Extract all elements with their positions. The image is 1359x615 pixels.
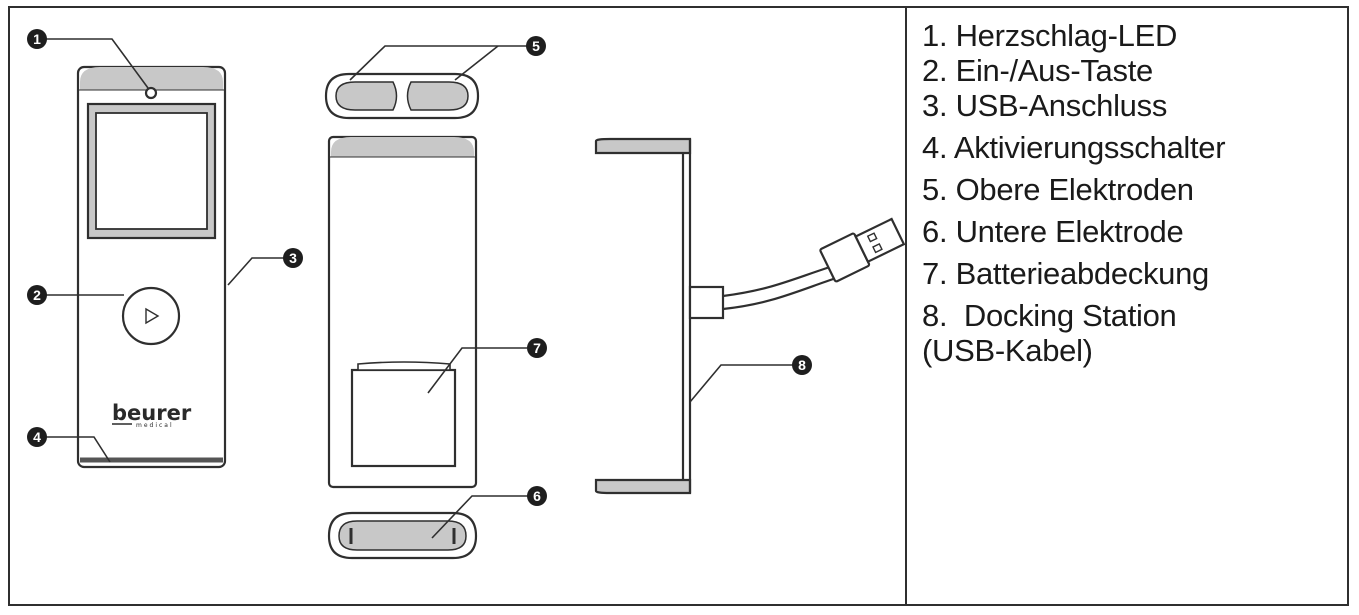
callout-4: 4 (27, 427, 47, 447)
legend-item-8-continued: (USB-Kabel) (922, 333, 1093, 368)
diagram-frame (8, 6, 1349, 606)
device-front-view (76, 65, 227, 469)
callout-7: 7 (527, 338, 547, 358)
legend-item-2: 2. Ein-/Aus-Taste (922, 53, 1153, 88)
svg-text:5: 5 (532, 38, 540, 54)
callout-8: 8 (792, 355, 812, 375)
callout-3: 3 (283, 248, 303, 268)
battery-cover (350, 368, 457, 468)
legend-item-5: 5. Obere Elektroden (922, 172, 1194, 207)
legend-item-7: 7. Batterieabdeckung (922, 256, 1209, 291)
usb-plug-icon (819, 217, 905, 283)
legend-item-8: 8. Docking Station (922, 298, 1177, 333)
legend-divider (905, 6, 907, 606)
svg-text:7: 7 (533, 340, 541, 356)
svg-text:6: 6 (533, 488, 541, 504)
callout-2: 2 (27, 285, 47, 305)
svg-text:4: 4 (33, 429, 41, 445)
svg-text:3: 3 (289, 250, 297, 266)
legend-item-4: 4. Aktivierungsschalter (922, 130, 1226, 165)
play-icon (145, 307, 160, 325)
legend-list: 1. Herzschlag-LED 2. Ein-/Aus-Taste 3. U… (922, 18, 1226, 368)
brand-logo: beurer (112, 401, 192, 425)
lower-electrode (327, 511, 478, 560)
svg-text:1: 1 (33, 31, 41, 47)
legend-item-6: 6. Untere Elektrode (922, 214, 1184, 249)
svg-text:2: 2 (33, 287, 41, 303)
svg-text:8: 8 (798, 357, 806, 373)
brand-logo-sub: medical (136, 422, 174, 429)
docking-station (594, 137, 905, 495)
leader-lines (45, 38, 793, 539)
usb-cable-connector (688, 285, 725, 320)
heartbeat-led-icon (144, 86, 158, 100)
callout-5: 5 (526, 36, 546, 56)
device-diagram: beurer medical (27, 29, 905, 560)
legend-item-1: 1. Herzschlag-LED (922, 18, 1178, 53)
upper-electrodes (324, 72, 480, 120)
callout-6: 6 (527, 486, 547, 506)
callout-1: 1 (27, 29, 47, 49)
device-back-view (327, 135, 478, 489)
legend-item-3: 3. USB-Anschluss (922, 88, 1168, 123)
